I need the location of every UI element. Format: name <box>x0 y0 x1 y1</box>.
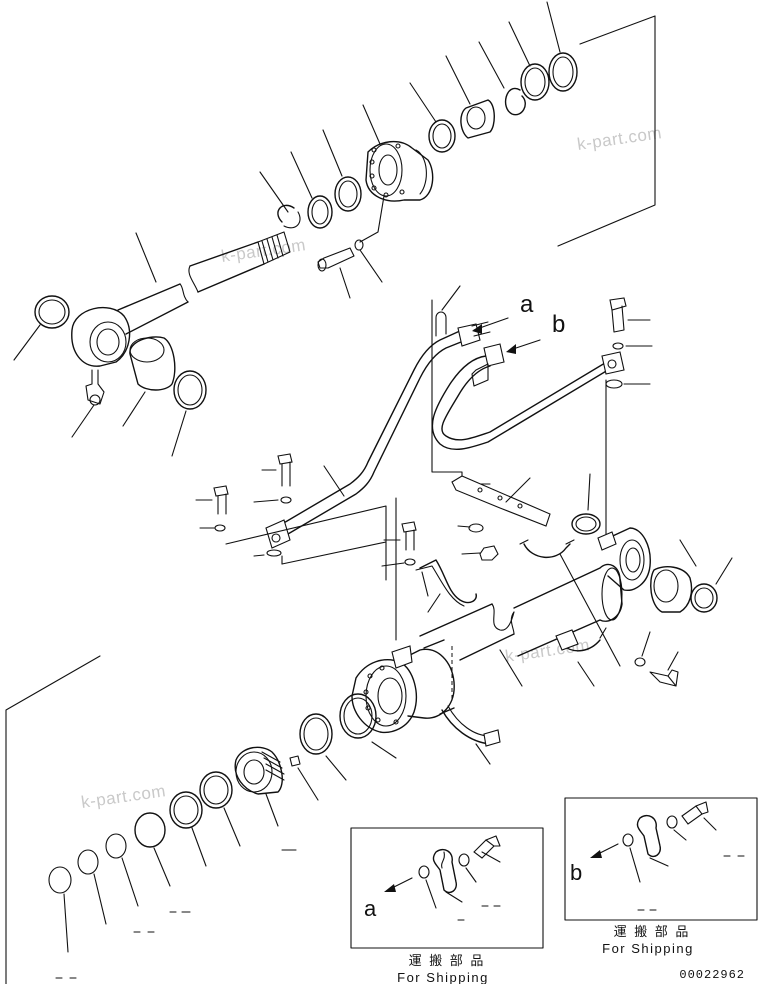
ring <box>48 866 72 894</box>
pipe-bolt-left-2 <box>213 485 229 515</box>
rod-packing <box>334 176 362 212</box>
o-ring <box>605 379 623 389</box>
leader <box>171 410 187 457</box>
ring <box>105 833 127 859</box>
leader <box>122 391 146 427</box>
clamp-upper <box>415 559 477 607</box>
pipe-b <box>431 343 625 451</box>
pipe-a <box>265 321 491 549</box>
head-o-ring <box>428 119 456 153</box>
dust-seal-left <box>34 295 70 329</box>
washer <box>468 523 484 533</box>
snap-ring-head <box>504 87 526 116</box>
o-ring <box>266 549 282 557</box>
clamp <box>523 543 571 558</box>
head-dust-seal <box>548 52 578 92</box>
pipe-bolt-left-1 <box>277 453 293 487</box>
callout-b: b <box>552 311 565 338</box>
inset-b-caption-en: For Shipping <box>602 941 694 956</box>
tube-bolt <box>401 521 417 551</box>
inset-b-caption-jp: 運 搬 部 品 <box>614 924 691 939</box>
trunnion-ring <box>571 513 601 535</box>
inset-a-caption-en: For Shipping <box>397 970 489 984</box>
callout-a: a <box>520 291 534 318</box>
inset-a: a <box>350 827 544 949</box>
cylinder-tube <box>351 527 651 734</box>
wear-ring <box>199 771 233 809</box>
head-seal <box>520 63 550 101</box>
head-bushing <box>460 99 495 139</box>
head-washer <box>354 239 364 251</box>
head-bolt <box>317 247 355 272</box>
mounting-bracket <box>451 475 551 527</box>
pipe-clip-b <box>471 363 489 387</box>
inset-b: b <box>564 797 758 921</box>
washer <box>634 657 646 667</box>
piston-rod <box>71 231 291 367</box>
buffer-ring <box>307 195 333 229</box>
ring-rod-eye <box>173 370 207 410</box>
washer <box>280 496 292 504</box>
leader <box>71 404 95 438</box>
washer <box>404 558 416 566</box>
leader <box>135 232 157 283</box>
bottom-bushing <box>650 566 693 613</box>
bottom-seal <box>690 583 718 613</box>
backup-ring <box>339 693 377 739</box>
piston-seal <box>169 791 203 829</box>
tube-side-bolt <box>649 669 679 687</box>
grease-fitting <box>85 369 105 406</box>
watermark-top-right: k-part.com <box>576 123 663 154</box>
clamp-right <box>555 629 601 652</box>
inset-a-letter: a <box>364 896 377 921</box>
piston <box>234 746 285 795</box>
pipe-bolt-right <box>609 297 627 333</box>
set-screw <box>289 755 301 767</box>
bushing <box>129 336 176 391</box>
watermark-bottom-left: k-part.com <box>80 781 167 812</box>
clamp-lower <box>441 705 501 747</box>
inset-b-letter: b <box>570 860 582 885</box>
washer <box>612 342 624 350</box>
ring <box>77 849 99 875</box>
drawing-number: 00022962 <box>679 968 745 982</box>
nut <box>479 545 499 561</box>
cylinder-head <box>365 141 434 202</box>
o-ring-tube <box>299 713 333 755</box>
leader <box>13 324 41 361</box>
rod-group-frame <box>557 15 656 247</box>
inset-a-caption-jp: 運 搬 部 品 <box>409 953 486 968</box>
snap-ring <box>277 204 295 223</box>
washer <box>214 524 226 532</box>
u-bolt-a <box>435 311 447 337</box>
piston-ring <box>134 812 166 848</box>
